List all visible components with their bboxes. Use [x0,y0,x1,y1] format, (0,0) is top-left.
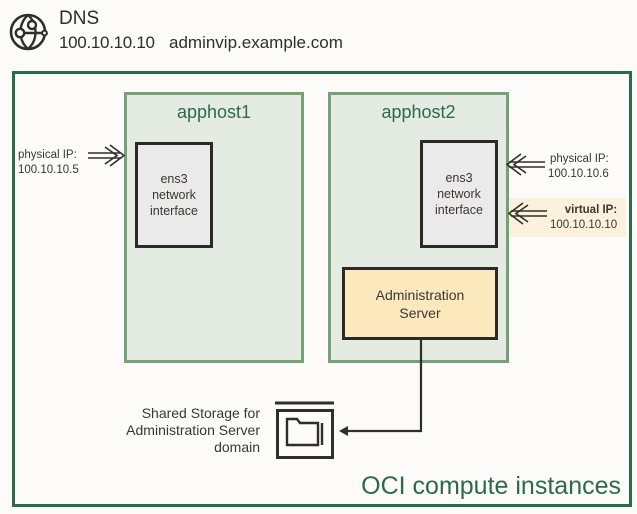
apphost1-physical-ip: physical IP: 100.10.10.5 [18,148,79,178]
globe-network-icon [8,12,48,52]
shared-storage-folder-icon [275,401,334,459]
oci-compute-instances-label: OCI compute instances [361,472,621,500]
administration-server-box: Administration Server [342,267,498,340]
nic-label-line: interface [150,204,198,218]
physical-ip-caption: physical IP: [549,153,609,165]
dns-hostname: adminvip.example.com [169,33,343,52]
physical-ip-value: 100.10.10.6 [548,168,609,180]
virtual-ip-highlight [509,198,626,237]
apphost2-physical-ip-arrow [505,153,545,176]
apphost1-network-interface: ens3 network interface [135,142,213,248]
shared-storage-label: Shared Storage for Administration Server… [126,405,260,456]
nic-label-line: network [437,187,481,201]
apphost2-virtual-ip-arrow [507,202,547,225]
dns-ip-address: 100.10.10.10 [59,33,155,52]
storage-label-line: Administration Server [126,422,260,438]
storage-label-line: domain [214,439,260,455]
apphost1-title: apphost1 [176,102,252,122]
storage-label-line: Shared Storage for [141,405,260,421]
apphost1-physical-ip-arrow [88,144,126,167]
virtual-ip-value: 100.10.10.10 [550,219,618,231]
nic-label-line: interface [435,203,483,217]
admin-server-label-line: Server [399,304,441,321]
apphost2-network-interface: ens3 network interface [420,140,498,248]
admin-to-storage-connector [339,337,423,436]
physical-ip-value: 100.10.10.5 [18,164,79,176]
apphost2-virtual-ip: virtual IP: 100.10.10.10 [550,203,617,233]
dns-title: DNS [59,8,100,29]
apphost2-physical-ip: physical IP: 100.10.10.6 [548,152,609,182]
nic-label-line: network [152,188,196,202]
admin-server-label-line: Administration [375,286,465,303]
nic-label-line: ens3 [160,172,188,186]
nic-label-line: ens3 [445,171,473,185]
virtual-ip-caption: virtual IP: [564,204,618,216]
physical-ip-caption: physical IP: [18,149,77,161]
apphost2-title: apphost2 [381,102,456,122]
